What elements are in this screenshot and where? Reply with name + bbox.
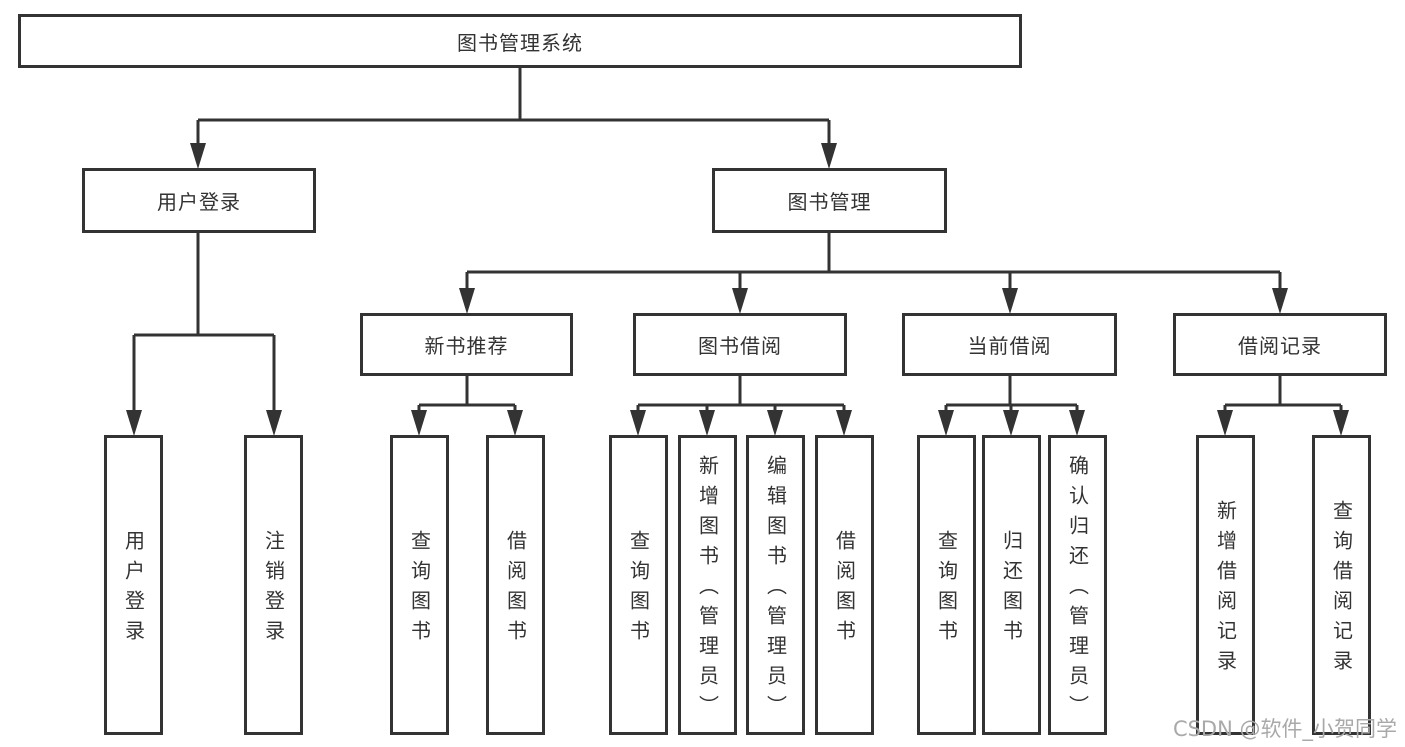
node-book-mgmt: 图书管理	[712, 168, 947, 233]
leaf-rec-query-books: 查询图书	[390, 435, 449, 735]
leaf-logout: 注销登录	[244, 435, 303, 735]
leaf-br-query-record: 查询借阅记录	[1312, 435, 1371, 735]
node-label: 注销登录	[261, 530, 286, 650]
node-book-mgmt-system: 图书管理系统	[18, 14, 1022, 68]
node-label: 图书借阅	[698, 334, 782, 358]
arrowhead-group	[126, 143, 1349, 436]
leaf-cb-return-books: 归还图书	[982, 435, 1041, 735]
node-label: 图书管理	[787, 190, 872, 214]
leaf-br-add-record: 新增借阅记录	[1196, 435, 1255, 735]
leaf-bb-edit-books-admin: 编辑图书（管理员）	[746, 435, 805, 735]
node-new-book-recommend: 新书推荐	[360, 313, 573, 376]
node-label: 新增图书（管理员）	[695, 455, 720, 725]
node-user-login: 用户登录	[82, 168, 316, 233]
node-book-borrowing: 图书借阅	[633, 313, 847, 376]
node-label: 查询图书	[626, 530, 651, 650]
node-borrow-records: 借阅记录	[1173, 313, 1387, 376]
leaf-bb-borrow-books: 借阅图书	[815, 435, 874, 735]
node-label: 查询借阅记录	[1329, 500, 1354, 680]
node-label: 新增借阅记录	[1213, 500, 1238, 680]
node-label: 归还图书	[999, 530, 1024, 650]
node-label: 用户登录	[121, 530, 146, 650]
node-label: 用户登录	[157, 190, 241, 214]
node-current-borrowing: 当前借阅	[902, 313, 1117, 376]
leaf-bb-add-books-admin: 新增图书（管理员）	[678, 435, 737, 735]
leaf-rec-borrow-books: 借阅图书	[486, 435, 545, 735]
leaf-bb-query-books: 查询图书	[609, 435, 668, 735]
node-label: 图书管理系统	[457, 30, 583, 55]
node-label: 借阅记录	[1238, 334, 1322, 358]
leaf-user-login: 用户登录	[104, 435, 163, 735]
node-label: 查询图书	[407, 530, 432, 650]
node-label: 编辑图书（管理员）	[763, 455, 788, 725]
node-label: 确认归还（管理员）	[1065, 455, 1090, 725]
node-label: 借阅图书	[503, 530, 528, 650]
node-label: 当前借阅	[967, 334, 1052, 358]
leaf-cb-confirm-return-admin: 确认归还（管理员）	[1048, 435, 1107, 735]
csdn-watermark: CSDN @软件_小贺同学	[1172, 717, 1397, 741]
node-label: 借阅图书	[832, 530, 857, 650]
node-label: 新书推荐	[424, 334, 509, 358]
leaf-cb-query-books: 查询图书	[917, 435, 976, 735]
node-label: 查询图书	[934, 530, 959, 650]
